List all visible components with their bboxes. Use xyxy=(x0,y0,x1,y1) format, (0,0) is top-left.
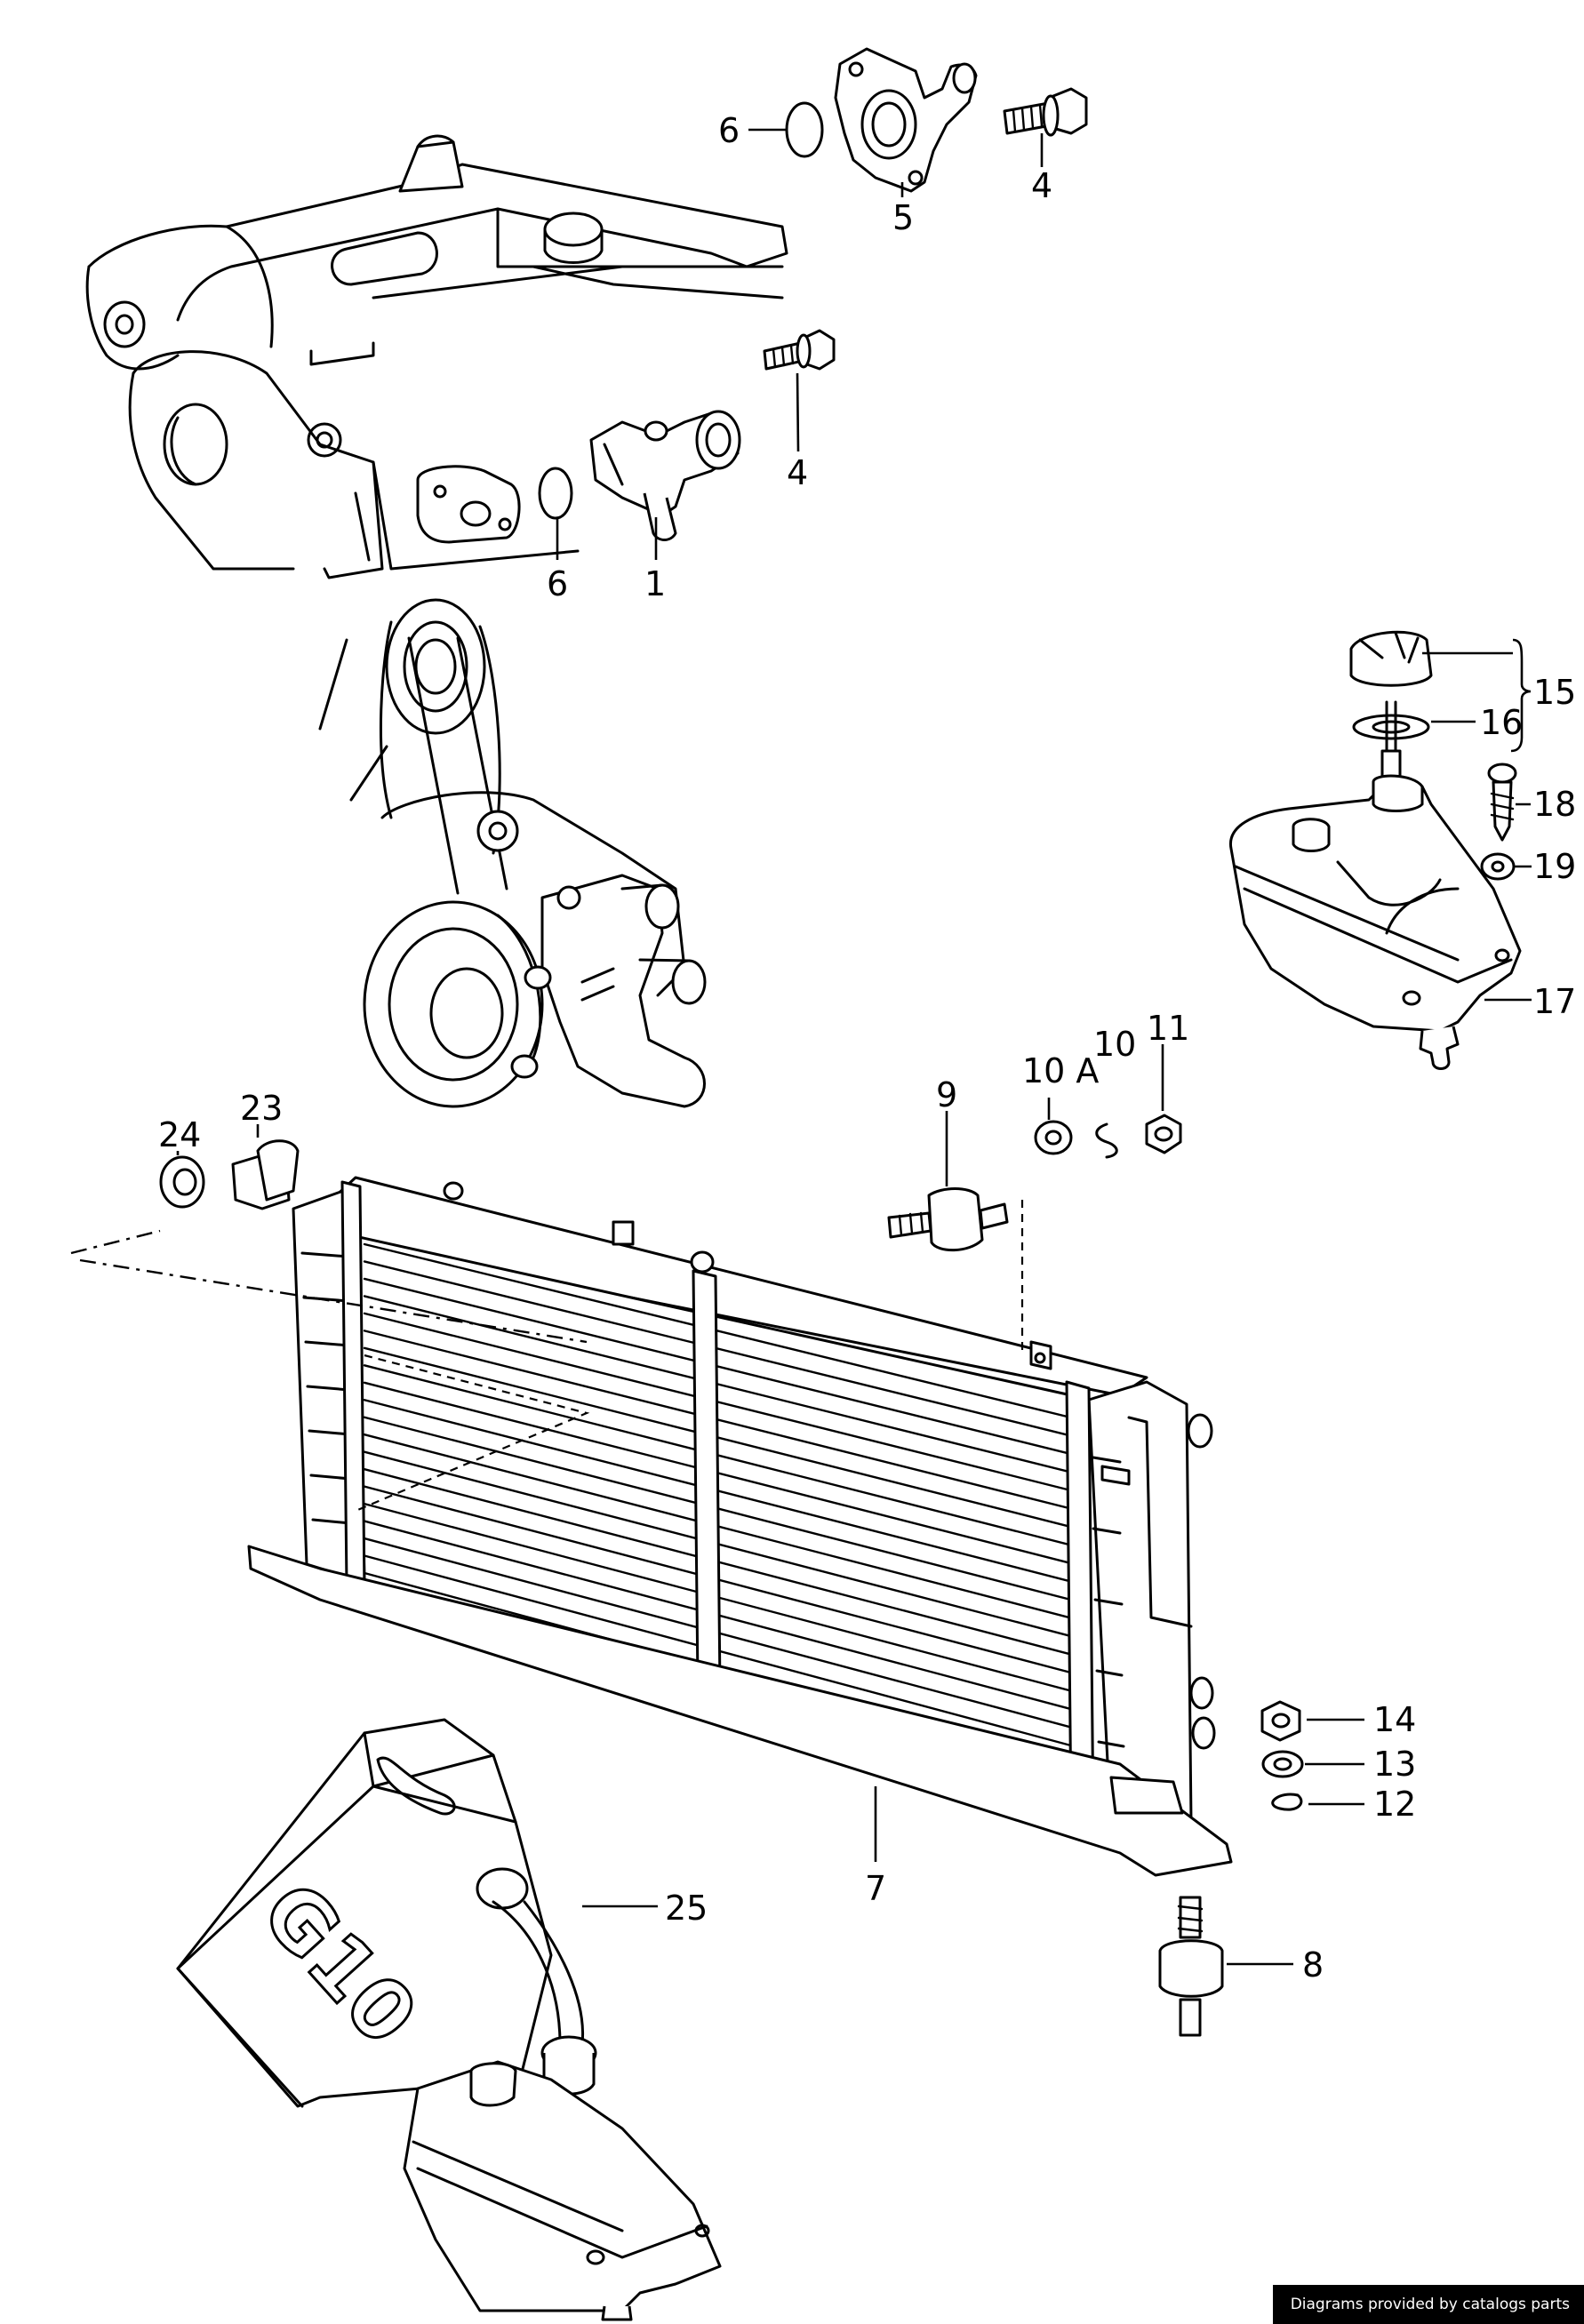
callout-10a: 10 A xyxy=(1022,1051,1099,1090)
nut-14 xyxy=(1260,1700,1301,1742)
radiator-fin xyxy=(363,1330,1091,1514)
drain-plug-23 xyxy=(231,1139,300,1210)
callout-6-mid: 6 xyxy=(547,564,568,603)
callout-11: 11 xyxy=(1147,1009,1189,1048)
radiator-fin xyxy=(363,1277,1091,1460)
radiator-fin xyxy=(363,1434,1091,1624)
callout-17: 17 xyxy=(1533,982,1576,1021)
washer-13 xyxy=(1261,1750,1304,1778)
engine-block xyxy=(85,134,788,1108)
callout-19: 19 xyxy=(1533,847,1576,886)
spring-clip-10 xyxy=(1095,1122,1118,1159)
radiator-fin xyxy=(363,1554,1091,1752)
callout-18: 18 xyxy=(1533,785,1576,824)
radiator-fin xyxy=(363,1485,1091,1679)
radiator-fin xyxy=(363,1450,1091,1642)
mounting-axis-line xyxy=(70,1229,588,1344)
radiator-fin xyxy=(363,1346,1091,1533)
coolant-pipe-flange-1 xyxy=(589,410,741,541)
hidden-edge xyxy=(355,1354,590,1513)
o-ring-mid xyxy=(538,467,573,520)
radiator-fin xyxy=(363,1399,1091,1587)
callout-5: 5 xyxy=(892,198,914,237)
callout-8: 8 xyxy=(1302,1945,1324,1985)
callout-13: 13 xyxy=(1373,1745,1416,1784)
callout-1: 1 xyxy=(644,564,666,603)
radiator-fin xyxy=(363,1502,1091,1697)
radiator-fin xyxy=(363,1520,1091,1715)
washer-10a xyxy=(1034,1120,1073,1155)
radiator-7 xyxy=(247,1176,1233,1877)
callout-14: 14 xyxy=(1373,1700,1416,1739)
callout-7: 7 xyxy=(865,1869,886,1908)
callout-9: 9 xyxy=(936,1075,957,1114)
radiator-fin xyxy=(363,1260,1091,1442)
screw-18 xyxy=(1487,763,1517,842)
rubber-mount-8 xyxy=(1158,1896,1224,2037)
callout-6-top: 6 xyxy=(718,111,740,150)
radiator-fin xyxy=(363,1537,1091,1734)
rubber-mount-9 xyxy=(887,1187,1009,1252)
callout-16: 16 xyxy=(1480,703,1523,742)
nut-11 xyxy=(1145,1114,1182,1154)
radiator-fin xyxy=(363,1381,1091,1569)
radiator-fin xyxy=(363,1242,1091,1424)
coolant-canister-g10: G10 xyxy=(176,1718,585,2108)
clip-12 xyxy=(1271,1793,1303,1811)
seal-24 xyxy=(159,1155,205,1209)
callout-labels: 6 5 4 4 6 1 15 16 18 19 17 9 10 A 10 11 … xyxy=(158,111,1576,1985)
radiator-fin xyxy=(363,1416,1091,1606)
expansion-tank-bottom xyxy=(403,2035,722,2321)
callout-4-mid: 4 xyxy=(787,453,808,492)
bolt-top xyxy=(1003,87,1088,137)
leader-lines xyxy=(176,128,1532,1966)
callout-4-top: 4 xyxy=(1031,166,1052,205)
callout-24: 24 xyxy=(158,1115,201,1154)
bolt-mid xyxy=(763,329,836,371)
callout-10: 10 xyxy=(1093,1025,1136,1064)
radiator-fin xyxy=(363,1364,1091,1551)
radiator-fin xyxy=(363,1312,1091,1497)
callout-25: 25 xyxy=(665,1889,708,1928)
callout-15: 15 xyxy=(1533,673,1576,712)
washer-19 xyxy=(1480,852,1516,881)
callout-12: 12 xyxy=(1373,1785,1416,1824)
diagram-credit: Diagrams provided by catalogs parts xyxy=(1272,2285,1584,2324)
callout-23: 23 xyxy=(240,1089,283,1128)
expansion-tank-17 xyxy=(1229,630,1522,1070)
o-ring-top xyxy=(785,101,824,158)
coolant-flange-5 xyxy=(834,47,978,193)
radiator-fin xyxy=(363,1467,1091,1661)
